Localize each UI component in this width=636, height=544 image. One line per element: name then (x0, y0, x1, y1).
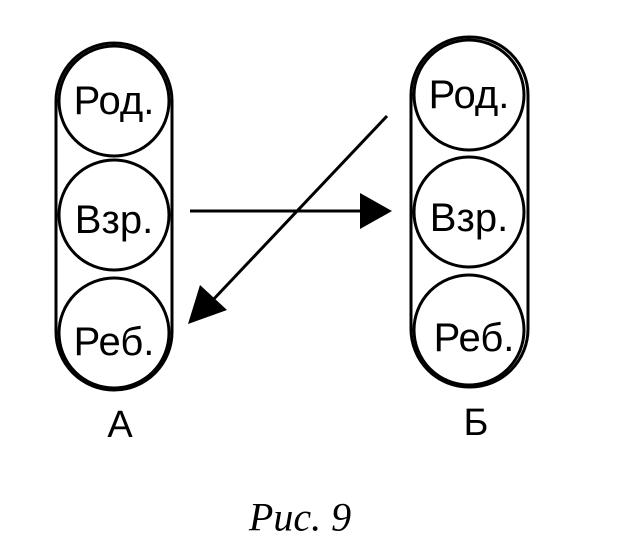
group-b-circle-2 (412, 155, 526, 269)
group-a-circle-2-label: Взр. (75, 198, 153, 242)
figure-caption: Рис. 9 (248, 495, 351, 540)
group-b-circle-1 (412, 38, 526, 152)
group-a-circle-1-label: Род. (74, 79, 155, 123)
group-a-circle-3-label: Реб. (74, 320, 155, 364)
group-b-circle-3 (412, 273, 526, 387)
group-a-circle-1 (57, 44, 171, 158)
group-a-circle-3 (57, 276, 171, 390)
arrow-b-parent-to-a-child-head (188, 285, 227, 324)
group-b-label: Б (464, 402, 489, 444)
group-b-capsule (409, 35, 530, 389)
group-a-label: А (107, 404, 133, 446)
group-a: Род. Взр. Реб. А (54, 41, 174, 446)
group-b-circle-3-label: Реб. (434, 316, 515, 360)
group-a-circle-2 (57, 158, 171, 272)
group-b-circle-2-label: Взр. (430, 196, 508, 240)
arrow-b-parent-to-a-child (188, 114, 389, 324)
group-b: Род. Взр. Реб. Б (409, 35, 530, 444)
arrow-a-adult-to-b-adult-head (360, 193, 392, 229)
group-a-capsule (54, 41, 174, 392)
group-b-circle-1-label: Род. (429, 73, 510, 117)
arrow-b-parent-to-a-child-shaft (209, 114, 389, 304)
arrow-a-adult-to-b-adult (190, 193, 392, 229)
